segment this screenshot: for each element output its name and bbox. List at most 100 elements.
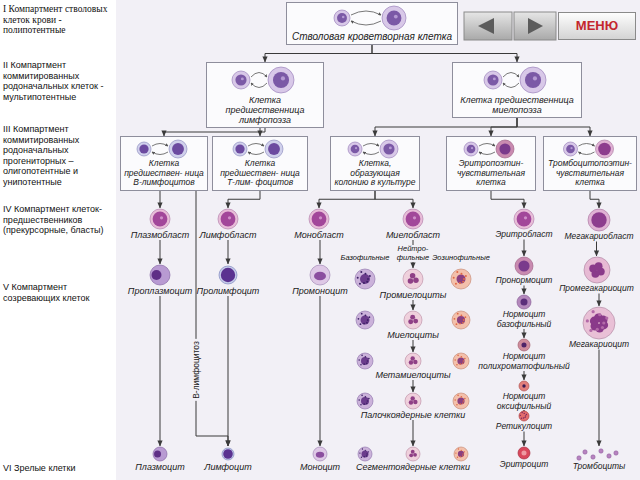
cell-illustration <box>124 139 204 159</box>
cell-body <box>406 447 420 461</box>
cell-body <box>518 339 530 351</box>
cell-nucleus <box>521 299 528 306</box>
cell-nucleus <box>314 272 326 281</box>
granule <box>459 363 461 365</box>
diagram-ground <box>116 0 640 480</box>
granule <box>598 313 601 316</box>
cell-nucleus <box>599 316 608 325</box>
granule <box>457 457 458 458</box>
granule <box>456 271 458 273</box>
cell-nucleus <box>518 260 529 271</box>
cell-body <box>464 142 478 156</box>
connector <box>260 128 261 136</box>
cell-nucleus <box>521 342 526 347</box>
granule <box>358 359 360 361</box>
cell-nucleus <box>154 451 161 458</box>
renewal-arrow <box>363 144 379 147</box>
granule <box>366 455 367 456</box>
connector <box>319 191 375 209</box>
cell-nucleus <box>457 316 465 324</box>
cell-nucleus <box>362 451 369 458</box>
cell-label: Сегментоядерные клетки <box>340 462 486 472</box>
cell-body <box>584 257 610 283</box>
cell-body <box>218 209 238 229</box>
cell-nucleus <box>411 450 415 454</box>
cell-nucleus <box>591 212 606 227</box>
cell-label: Клетка предшественница миелопоэза <box>456 95 578 115</box>
cell-body <box>517 295 531 309</box>
connector <box>372 45 517 62</box>
connector <box>160 240 161 264</box>
cell-label: Клетка предшествен- ница Т-лим- фоцитов <box>216 159 304 188</box>
granule <box>358 399 360 401</box>
cell-illustration <box>491 446 557 460</box>
connector <box>265 45 372 62</box>
cell-stage: Моноцит <box>288 446 352 472</box>
granule <box>456 364 458 366</box>
cell-body <box>232 71 250 89</box>
progenitor-box: Клетка предшествен- ница Т-лим- фоцитов <box>212 136 308 191</box>
cell-nucleus <box>594 262 602 270</box>
nucleolus <box>228 216 231 219</box>
forward-button <box>514 12 556 40</box>
cell-body <box>520 67 546 93</box>
cell-nucleus <box>413 453 417 457</box>
granule <box>521 412 522 413</box>
cell-nucleus <box>172 143 184 155</box>
compartment-label: VI Зрелые клетки <box>3 463 115 474</box>
connector <box>524 432 525 447</box>
cell-label: Плазмобласт <box>130 230 190 240</box>
cell-nucleus <box>457 397 464 404</box>
granule <box>462 322 464 324</box>
compartment-label: III Компартмент коммитированных родонача… <box>3 124 115 187</box>
cell-nucleus <box>409 453 413 457</box>
granule <box>365 396 367 398</box>
renewal-arrow <box>578 152 594 155</box>
cell-body <box>595 140 613 158</box>
granule <box>464 316 466 318</box>
cell-illustration <box>564 446 634 462</box>
cell-body <box>169 140 187 158</box>
granule <box>360 364 362 366</box>
granule <box>457 355 459 357</box>
connector <box>413 340 414 352</box>
nucleolus <box>570 147 572 149</box>
granule <box>368 398 370 400</box>
cell-illustration <box>290 264 350 286</box>
granule <box>461 356 463 358</box>
connector <box>599 294 600 307</box>
back-arrow <box>478 18 494 34</box>
granule <box>459 323 461 325</box>
renewal-arrow <box>248 144 264 147</box>
granule <box>361 457 362 458</box>
cell-body <box>454 447 468 461</box>
cell-nucleus <box>525 72 541 88</box>
connector <box>491 191 524 209</box>
granule <box>456 404 458 406</box>
cell-label: Промегакариоцит <box>558 284 635 294</box>
cell-stage: Промегакариоцит <box>556 256 637 294</box>
granule <box>461 396 463 398</box>
renewal-arrow <box>503 73 519 78</box>
nucleolus <box>533 76 537 80</box>
granule <box>457 395 459 397</box>
connector <box>517 118 590 136</box>
connector <box>320 240 321 264</box>
cell-nucleus <box>410 315 415 320</box>
cell-nucleus <box>337 13 347 23</box>
nucleolus <box>355 147 357 149</box>
cell-label: Палочкоядерные клетки <box>340 410 486 420</box>
cell-label: Моноцит <box>290 462 350 472</box>
connector <box>228 191 260 209</box>
cell-body <box>519 381 529 391</box>
cell-nucleus <box>457 275 466 284</box>
cell-label: Нормоцит оксифильный <box>478 392 570 411</box>
cell-label: Эритропоэтин- чувствительная клетка <box>450 159 532 188</box>
cell-illustration <box>290 208 348 230</box>
cell-body <box>356 311 374 329</box>
cell-label: Плазмоцит <box>130 462 190 472</box>
cell-illustration <box>130 208 190 230</box>
granule <box>462 281 464 283</box>
cell-body <box>588 209 610 231</box>
